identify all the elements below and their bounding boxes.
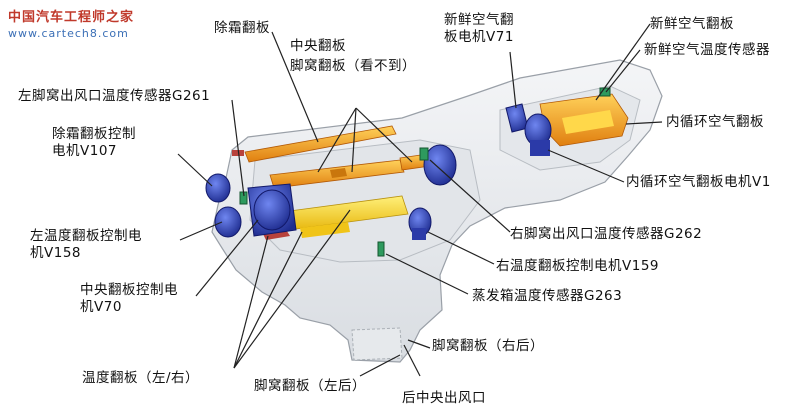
central-flap: [269, 159, 405, 189]
motor-v107: [205, 173, 231, 203]
motor-v159: [408, 207, 432, 240]
label-fresh-temp-sensor: 新鲜空气温度传感器: [644, 42, 770, 58]
label-fresh-flap: 新鲜空气翻板: [650, 16, 734, 32]
label-footwell-right-rear: 脚窝翻板（右后）: [432, 338, 544, 354]
label-recirc-motor: 内循环空气翻板电机V1: [626, 174, 771, 190]
label-footwell-left-rear: 脚窝翻板（左后）: [254, 378, 366, 394]
label-central-motor-line2: 机V70: [80, 299, 122, 315]
label-evaporator-sensor: 蒸发箱温度传感器G263: [472, 288, 623, 304]
label-fresh-motor-line2: 板电机V71: [444, 29, 514, 45]
label-recirc-flap: 内循环空气翻板: [666, 114, 764, 130]
watermark: 中国汽车工程师之家 www.cartech8.com: [8, 6, 134, 40]
label-right-footwell-sensor: 右脚窝出风口温度传感器G262: [510, 226, 703, 242]
label-defrost-motor-line1: 除霜翻板控制: [52, 126, 136, 142]
watermark-title: 中国汽车工程师之家: [8, 10, 135, 25]
leader-lines: [177, 23, 663, 377]
label-central-motor-line1: 中央翻板控制电: [80, 282, 178, 298]
label-left-temp-motor: 左温度翻板控制电 机V158: [30, 228, 142, 262]
central-drum: [423, 144, 457, 186]
motor-v158: [214, 206, 242, 238]
label-defrost-motor: 除霜翻板控制 电机V107: [52, 126, 136, 160]
label-left-footwell-sensor: 左脚窝出风口温度传感器G261: [18, 88, 211, 104]
label-defrost-motor-line2: 电机V107: [52, 143, 118, 159]
fresh-recirc-flap: [539, 93, 629, 147]
label-footwell-flap-hidden: 脚窝翻板（看不到）: [290, 58, 416, 74]
motor-v70: [247, 183, 297, 237]
watermark-url: www.cartech8.com: [8, 27, 129, 40]
label-rear-center-vent: 后中央出风口: [402, 390, 486, 406]
label-defrost-flap: 除霜翻板: [214, 20, 270, 36]
label-fresh-motor: 新鲜空气翻 板电机V71: [444, 12, 514, 46]
label-fresh-motor-line1: 新鲜空气翻: [444, 12, 514, 28]
label-temp-flap: 温度翻板（左/右）: [82, 370, 200, 386]
sensor-g263: [377, 241, 385, 257]
label-left-temp-motor-line1: 左温度翻板控制电: [30, 228, 142, 244]
motor-v1: [524, 113, 552, 156]
label-central-flap: 中央翻板: [290, 38, 346, 54]
sensor-g262: [419, 147, 429, 161]
label-central-motor: 中央翻板控制电 机V70: [80, 282, 178, 316]
defrost-flap: [232, 125, 397, 163]
label-right-temp-motor: 右温度翻板控制电机V159: [496, 258, 660, 274]
label-left-temp-motor-line2: 机V158: [30, 245, 82, 261]
